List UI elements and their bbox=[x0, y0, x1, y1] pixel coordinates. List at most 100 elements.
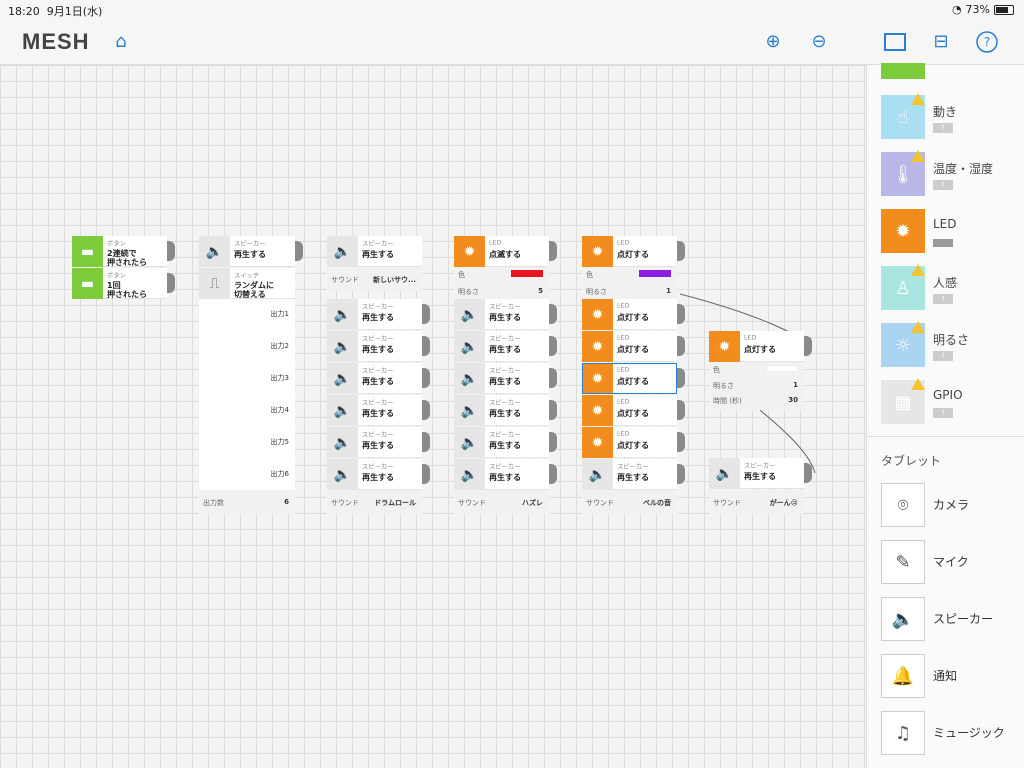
tablet-item-label: スピーカー bbox=[933, 612, 994, 626]
output-port[interactable] bbox=[804, 336, 812, 356]
speaker-block[interactable]: 🔈スピーカー再生する bbox=[327, 395, 422, 426]
speaker-block[interactable]: 🔈スピーカー再生する bbox=[327, 459, 422, 490]
help-icon[interactable]: ? bbox=[974, 29, 1000, 55]
speaker-block[interactable]: 🔈スピーカー再生する bbox=[454, 363, 549, 394]
speaker-block[interactable]: 🔈スピーカー再生する bbox=[454, 427, 549, 458]
output-port[interactable] bbox=[804, 463, 812, 483]
palette-item-brightness[interactable]: ☼明るさ? bbox=[881, 321, 1021, 367]
block-action: 点灯する bbox=[617, 377, 649, 386]
tablet-item-camera[interactable]: ⌾カメラ bbox=[881, 483, 1021, 527]
palette-item-thermometer[interactable]: 🌡温度・湿度? bbox=[881, 150, 1021, 196]
block-label: スピーカー bbox=[489, 462, 521, 471]
output-port[interactable] bbox=[677, 464, 685, 484]
palette-item-motion[interactable]: ☝動き? bbox=[881, 93, 1021, 139]
palette-item-human-sensor[interactable]: ♙人感? bbox=[881, 264, 1021, 310]
output-port[interactable] bbox=[422, 368, 430, 388]
speaker-settings-panel[interactable]: サウンド ベルの音 bbox=[582, 490, 677, 514]
speaker-block[interactable]: 🔈スピーカー再生する bbox=[327, 427, 422, 458]
output-port[interactable] bbox=[677, 400, 685, 420]
toolbox-icon[interactable]: ⊟ bbox=[933, 31, 949, 52]
recipe-canvas[interactable]: ▬ ボタン 2連続で 押されたら ▬ ボタン 1回 押されたら 🔈 スピーカー … bbox=[0, 65, 866, 768]
led-settings-panel[interactable]: 色 明るさ 5 bbox=[454, 267, 549, 299]
output-port[interactable] bbox=[549, 464, 557, 484]
output-port[interactable] bbox=[677, 432, 685, 452]
speaker-icon: 🔈 bbox=[327, 459, 358, 490]
output-port[interactable] bbox=[422, 432, 430, 452]
block-action: 再生する bbox=[362, 409, 394, 418]
output-port[interactable] bbox=[422, 336, 430, 356]
button-icon: ▬ bbox=[72, 268, 103, 299]
switch-settings-panel[interactable]: 出力数 6 bbox=[199, 490, 295, 514]
speaker-block[interactable]: 🔈スピーカー再生する bbox=[454, 395, 549, 426]
led-icon: ✹ bbox=[454, 236, 485, 267]
canvas-view-icon[interactable] bbox=[882, 29, 908, 55]
speaker-block[interactable]: 🔈スピーカー再生する bbox=[327, 299, 422, 330]
speaker-settings-panel[interactable]: サウンド がーん😢 bbox=[709, 490, 804, 514]
speaker-block[interactable]: 🔈スピーカー再生する bbox=[454, 459, 549, 490]
panel-value: 6 bbox=[284, 498, 289, 506]
output-port[interactable] bbox=[549, 241, 557, 261]
color-swatch[interactable] bbox=[766, 365, 798, 372]
panel-value: 5 bbox=[538, 287, 543, 295]
wire-led-to-speaker[interactable] bbox=[759, 409, 816, 474]
output-port[interactable] bbox=[167, 241, 175, 261]
speaker-icon: 🔈 bbox=[709, 458, 740, 489]
output-port[interactable] bbox=[677, 368, 685, 388]
button-single-press-block[interactable]: ▬ ボタン 1回 押されたら bbox=[72, 268, 167, 299]
led-settings-panel[interactable]: 色 明るさ 1 時間 (秒) 30 bbox=[709, 362, 804, 410]
output-port[interactable] bbox=[549, 304, 557, 324]
output-port[interactable] bbox=[549, 336, 557, 356]
output-port[interactable] bbox=[549, 432, 557, 452]
color-swatch[interactable] bbox=[639, 270, 671, 277]
speaker-block[interactable]: 🔈スピーカー再生する bbox=[327, 331, 422, 362]
led-block[interactable]: ✹ LED 点灯する bbox=[582, 236, 677, 267]
speaker-block[interactable]: 🔈 スピーカー 再生する bbox=[327, 236, 422, 267]
button-double-press-block[interactable]: ▬ ボタン 2連続で 押されたら bbox=[72, 236, 167, 267]
battery-icon bbox=[933, 239, 953, 247]
output-port[interactable] bbox=[677, 304, 685, 324]
block-action: 2連続で 押されたら bbox=[107, 249, 147, 267]
zoom-in-icon[interactable]: ⊕ bbox=[765, 31, 781, 52]
tablet-item-microphone[interactable]: ✎マイク bbox=[881, 540, 1021, 584]
output-port[interactable] bbox=[549, 400, 557, 420]
button-palette-item[interactable] bbox=[881, 63, 925, 79]
zoom-out-icon[interactable]: ⊖ bbox=[811, 31, 827, 52]
palette-item-led[interactable]: ✹LED bbox=[881, 209, 1021, 253]
tablet-item-label: ミュージック bbox=[933, 726, 1005, 740]
led-settings-panel[interactable]: 色 明るさ 1 bbox=[582, 267, 677, 299]
output-port[interactable] bbox=[422, 304, 430, 324]
speaker-settings-panel[interactable]: サウンド ドラムロール bbox=[327, 490, 422, 514]
output-port[interactable] bbox=[295, 241, 303, 261]
tablet-item-speaker[interactable]: 🔈スピーカー bbox=[881, 597, 1021, 641]
speaker-block[interactable]: 🔈スピーカー再生する bbox=[327, 363, 422, 394]
speaker-block[interactable]: 🔈スピーカー再生する bbox=[454, 331, 549, 362]
led-block[interactable]: ✹ LED 点滅する bbox=[454, 236, 549, 267]
output-port[interactable] bbox=[677, 336, 685, 356]
status-badge: ? bbox=[933, 408, 953, 418]
speaker-settings-panel[interactable]: サウンド 新しいサウ... bbox=[327, 267, 422, 291]
output-port[interactable] bbox=[167, 273, 175, 293]
speaker-block[interactable]: 🔈 スピーカー 再生する bbox=[709, 458, 804, 489]
color-swatch[interactable] bbox=[511, 270, 543, 277]
tablet-item-music[interactable]: ♫ ミュージック bbox=[881, 711, 1021, 755]
output-port[interactable] bbox=[549, 368, 557, 388]
switch-block[interactable]: ⎍ スイッチ ランダムに 切替える bbox=[199, 268, 295, 299]
home-icon[interactable]: ⌂ bbox=[115, 31, 127, 52]
block-action: 再生する bbox=[489, 377, 521, 386]
speaker-block[interactable]: 🔈スピーカー再生する bbox=[582, 459, 677, 490]
speaker-block[interactable]: 🔈 スピーカー 再生する bbox=[199, 236, 295, 267]
palette-item-gpio[interactable]: ▦GPIO? bbox=[881, 378, 1021, 424]
music-icon: ♫ bbox=[881, 711, 925, 755]
output-port[interactable] bbox=[422, 464, 430, 484]
output-port[interactable] bbox=[677, 241, 685, 261]
speaker-block[interactable]: 🔈スピーカー再生する bbox=[454, 299, 549, 330]
output-port[interactable] bbox=[422, 400, 430, 420]
speaker-settings-panel[interactable]: サウンド ハズレ bbox=[454, 490, 549, 514]
tablet-item-bell[interactable]: 🔔通知 bbox=[881, 654, 1021, 698]
led-block[interactable]: ✹ LED 点灯する bbox=[709, 331, 804, 362]
